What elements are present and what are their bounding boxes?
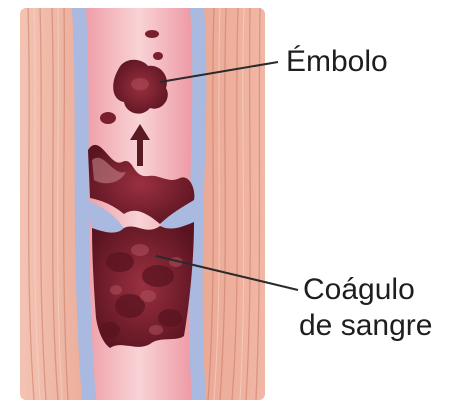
blood-clot-label-line2: de sangre [299,308,432,344]
blood-clot-label: Coágulo de sangre [303,272,432,344]
blood-clot-label-line1: Coágulo [303,272,432,308]
embolus-fragment-left [100,112,116,124]
embolus-fragment-small [153,52,163,60]
embolus-label: Émbolo [286,44,388,80]
embolus-fragment-top [145,30,159,38]
embolus-highlight [131,78,149,90]
